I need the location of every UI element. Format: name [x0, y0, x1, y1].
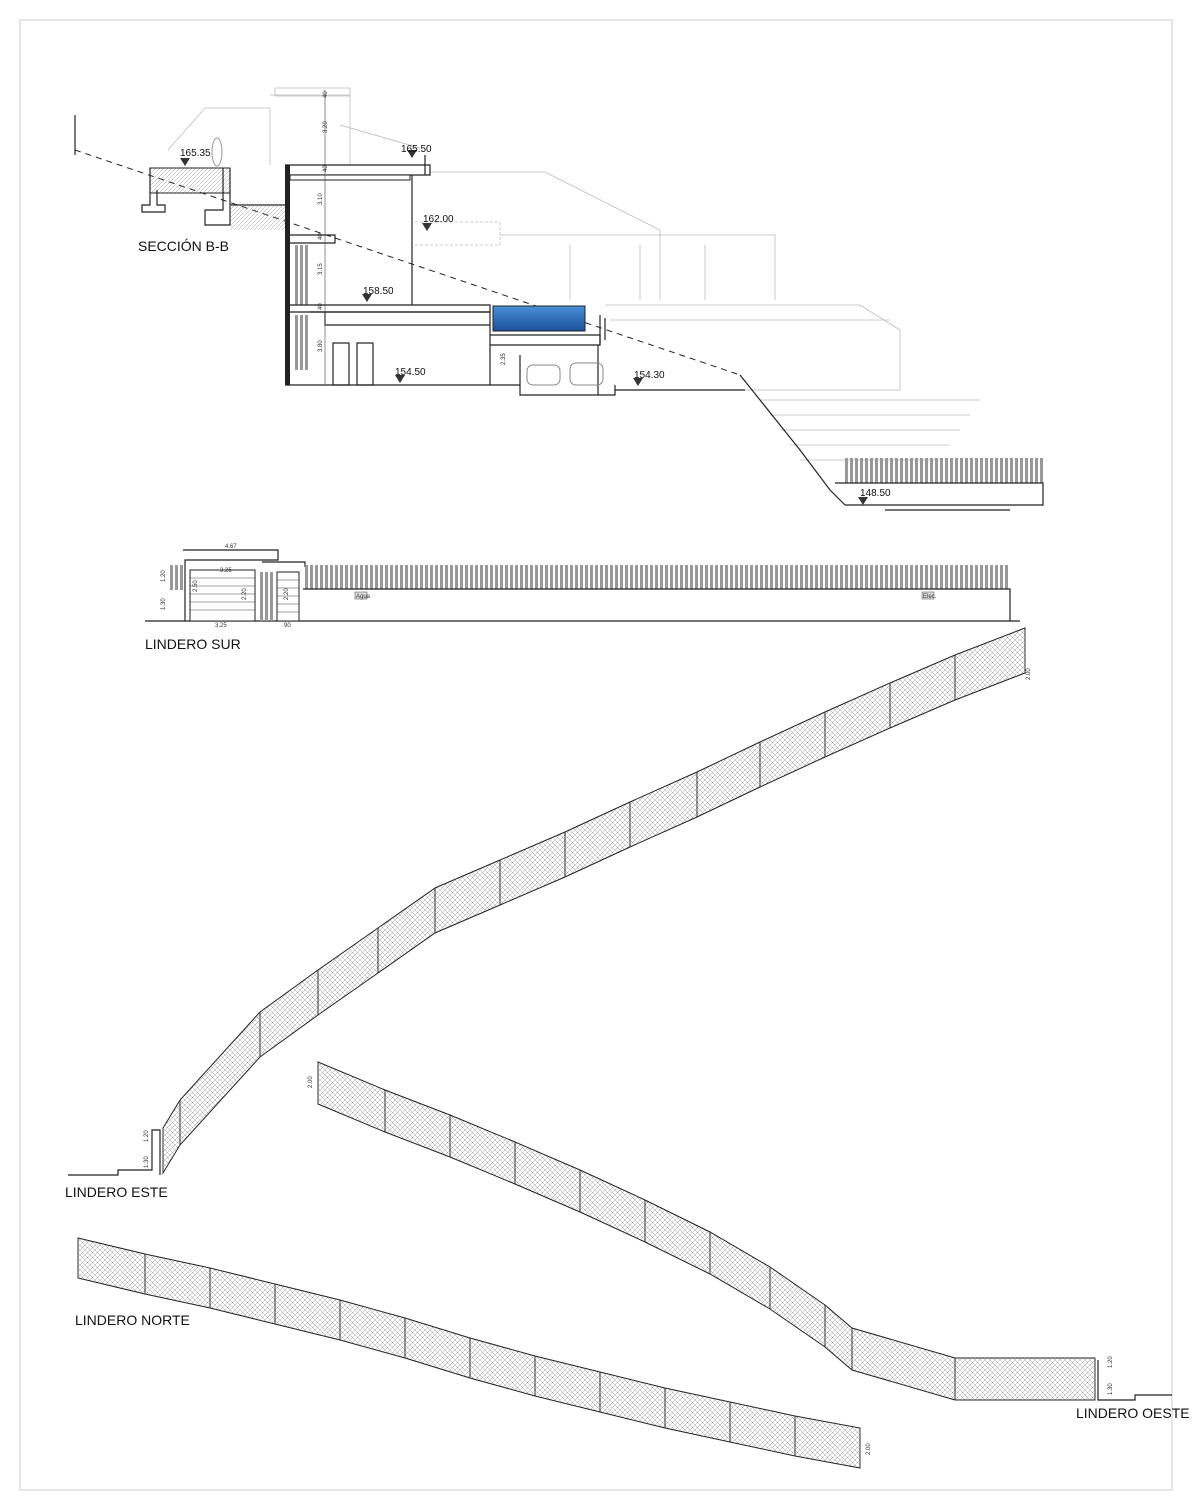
svg-text:1.20: 1.20: [1108, 1356, 1114, 1368]
level-marker-162-00: 162.00: [422, 214, 454, 231]
svg-text:3.25: 3.25: [220, 568, 232, 574]
svg-text:3.20: 3.20: [323, 121, 329, 133]
svg-text:3.25: 3.25: [215, 623, 227, 629]
lindero-norte-title: LINDERO NORTE: [75, 1312, 190, 1328]
svg-text:3.10: 3.10: [318, 193, 324, 205]
svg-text:3.80: 3.80: [318, 340, 324, 352]
level-marker-148-50: 148.50: [858, 488, 891, 505]
level-marker-165-50: 165.50: [401, 144, 432, 158]
lindero-este: 2.00 1.20 1.30 LINDERO ESTE: [65, 668, 1032, 1200]
level-value: 148.50: [860, 488, 891, 499]
lindero-sur-title: LINDERO SUR: [145, 636, 241, 652]
sur-dimensions: 4.67 3.25 1.20 1.30 2.50 2.20 2.20 3.25 …: [161, 544, 291, 629]
fence-este: [162, 627, 1026, 1175]
level-value: 154.30: [634, 370, 665, 381]
car-icon: [526, 362, 604, 386]
level-value: 158.50: [363, 286, 394, 297]
svg-text:40: 40: [318, 233, 324, 240]
svg-text:1.30: 1.30: [144, 1156, 150, 1168]
lower-fence: [835, 458, 1044, 511]
svg-text:2.35: 2.35: [501, 353, 507, 365]
pool: [492, 305, 586, 332]
svg-text:4.67: 4.67: [225, 544, 237, 550]
svg-text:1.20: 1.20: [144, 1130, 150, 1142]
lindero-oeste: 2.00 1.20 1.30 LINDERO OESTE: [308, 1076, 1190, 1421]
slope-line: [739, 374, 846, 506]
svg-text:2.50: 2.50: [193, 580, 199, 592]
svg-text:1.20: 1.20: [161, 570, 167, 582]
svg-text:1.30: 1.30: [1108, 1383, 1114, 1395]
svg-text:40: 40: [318, 303, 324, 310]
svg-text:2.20: 2.20: [284, 588, 290, 600]
lindero-este-title: LINDERO ESTE: [65, 1184, 168, 1200]
svg-text:2.20: 2.20: [242, 588, 248, 600]
level-marker-165-35: 165.35: [180, 148, 211, 166]
level-marker-154-30: 154.30: [633, 370, 665, 386]
svg-text:2.00: 2.00: [308, 1076, 314, 1088]
svg-text:3.15: 3.15: [318, 263, 324, 275]
lindero-sur: Agua Elec. 4.67 3.25 1.20 1.30 2.50 2.20…: [145, 544, 1020, 652]
level-value: 154.50: [395, 367, 426, 378]
level-marker-158-50: 158.50: [362, 286, 394, 302]
section-b-b: 165.35 165.50 162.00 158.50 154.50 154.3…: [74, 87, 1044, 511]
tag-agua: Agua: [356, 594, 371, 600]
terrain-line: [74, 149, 741, 376]
sheet-border: [19, 19, 1173, 1491]
svg-text:40: 40: [323, 91, 329, 98]
level-marker-154-50: 154.50: [395, 367, 426, 383]
section-title: SECCIÓN B-B: [138, 238, 229, 254]
tag-elec: Elec.: [923, 594, 937, 600]
fences: [77, 627, 1096, 1469]
left-retaining-wall: [141, 137, 290, 230]
svg-text:40: 40: [323, 165, 329, 172]
level-value: 162.00: [423, 214, 454, 225]
lindero-oeste-title: LINDERO OESTE: [1076, 1405, 1190, 1421]
svg-text:1.30: 1.30: [161, 598, 167, 610]
level-value: 165.50: [401, 144, 432, 155]
background-elevation: [167, 87, 980, 461]
house-section: [285, 155, 745, 396]
svg-text:2.00: 2.00: [866, 1443, 872, 1455]
section-dimensions: 40 3.20 40 3.10 40 3.15 40 3.80 2.35: [318, 91, 507, 365]
level-value: 165.35: [180, 148, 211, 159]
svg-text:2.00: 2.00: [1026, 668, 1032, 680]
lindero-norte: 2.00 LINDERO NORTE: [75, 1312, 872, 1455]
svg-text:90: 90: [284, 623, 291, 629]
